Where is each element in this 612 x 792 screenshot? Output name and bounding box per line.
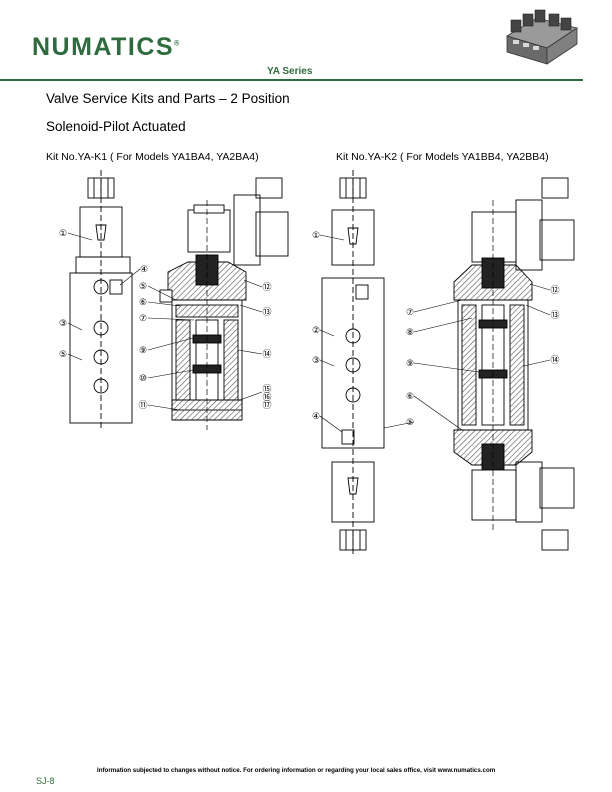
callout: ③ <box>59 319 67 329</box>
callout: ⑭ <box>550 355 559 366</box>
series-label: YA Series <box>267 66 313 77</box>
header-rule <box>0 79 583 81</box>
callout: ⑤ <box>406 418 414 428</box>
callout: ⑪ <box>138 400 147 411</box>
footer-note: Information subjected to changes without… <box>97 767 496 774</box>
callout: ④ <box>140 265 148 275</box>
page-number: SJ-8 <box>36 776 55 786</box>
callout: ⑮ <box>262 384 271 395</box>
callout: ② <box>312 326 320 336</box>
callout: ⑬ <box>262 307 271 318</box>
callout: ⑥ <box>139 298 147 308</box>
callout: ⑤ <box>139 282 147 292</box>
callout: ⑦ <box>139 314 147 324</box>
page-title: Valve Service Kits and Parts – 2 Positio… <box>46 91 290 106</box>
brand-logo: NUMATICS® <box>32 33 179 62</box>
brand-name: NUMATICS <box>32 33 175 61</box>
callout: ⑨ <box>139 346 147 356</box>
callout: ⑥ <box>406 392 414 402</box>
callout: ⑩ <box>139 374 147 384</box>
callout: ⑯ <box>262 392 271 403</box>
registered-mark: ® <box>174 40 180 48</box>
callout: ③ <box>312 356 320 366</box>
kit1-label: Kit No.YA-K1 ( For Models YA1BA4, YA2BA4… <box>46 151 259 163</box>
callout: ⑨ <box>406 359 414 369</box>
callout: ⑬ <box>550 310 559 321</box>
callout: ① <box>59 229 67 239</box>
callout: ⑤ <box>59 350 67 360</box>
product-photo <box>506 9 578 65</box>
callout: ⑭ <box>262 349 271 360</box>
callout: ① <box>312 231 320 241</box>
callout: ⑧ <box>406 328 414 338</box>
callout: ⑦ <box>406 308 414 318</box>
callout: ⑫ <box>262 282 271 293</box>
kit2-label: Kit No.YA-K2 ( For Models YA1BB4, YA2BB4… <box>336 151 549 163</box>
callout: ⑫ <box>550 285 559 296</box>
callout: ⑰ <box>262 400 271 411</box>
callout: ④ <box>312 412 320 422</box>
page-subtitle: Solenoid-Pilot Actuated <box>46 119 186 134</box>
